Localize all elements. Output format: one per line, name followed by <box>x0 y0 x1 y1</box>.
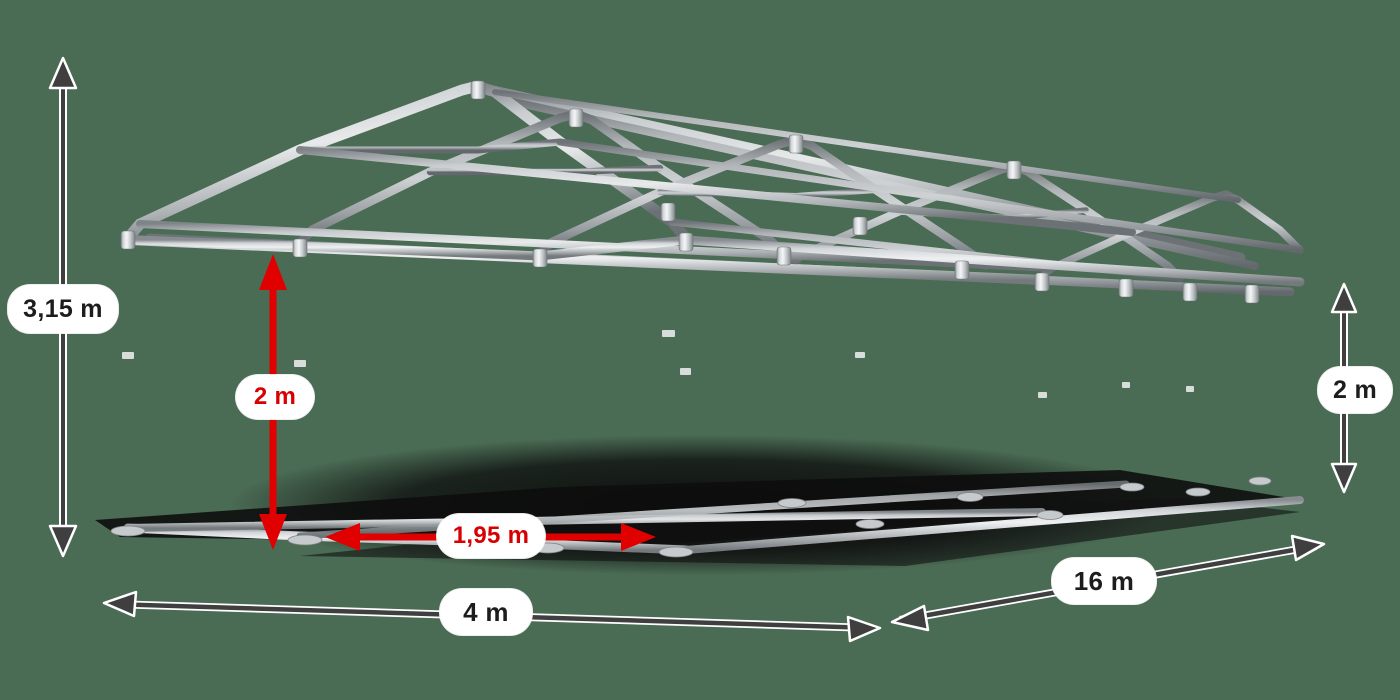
dimension-label-length: 16 m <box>1052 558 1156 604</box>
dimension-label-eave-height-right: 2 m <box>1318 367 1392 413</box>
dimension-label-eave-height-left: 2 m <box>236 375 314 419</box>
dimension-label-ridge-height: 3,15 m <box>8 285 118 333</box>
frame-legs <box>122 208 1272 550</box>
dimension-label-leg-spacing: 1,95 m <box>437 514 545 558</box>
leg-splice-rings <box>122 330 1194 398</box>
dimension-label-width: 4 m <box>440 589 532 635</box>
foot-plates <box>110 476 1272 558</box>
